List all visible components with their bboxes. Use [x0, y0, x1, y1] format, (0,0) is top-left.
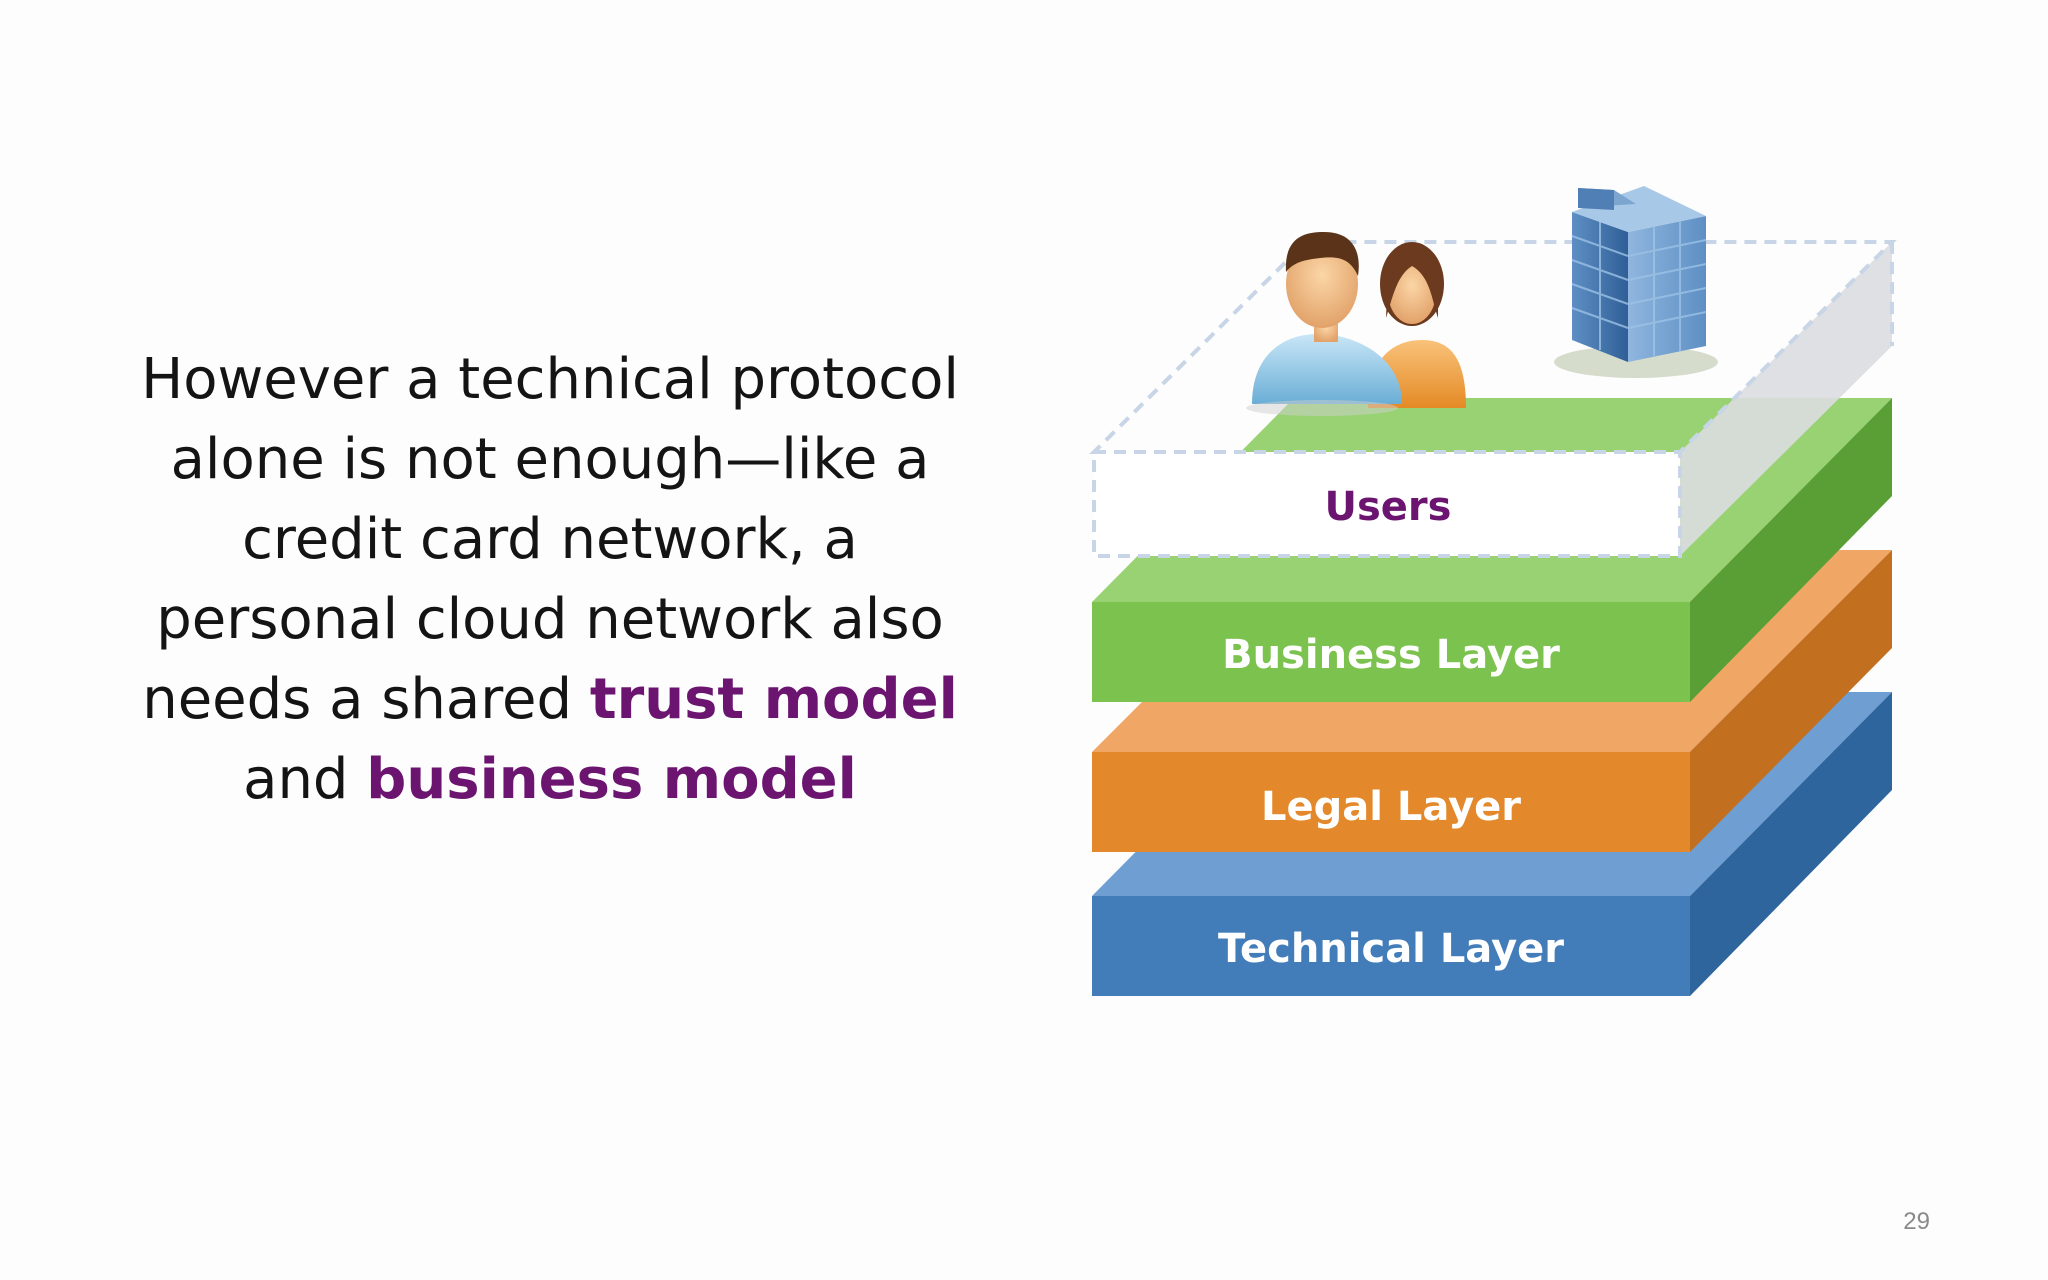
- body-line-4: personal cloud network also: [156, 587, 944, 652]
- business-layer-side: [1690, 398, 1892, 702]
- body-line-1: However a technical protocol: [141, 347, 959, 412]
- body-line-5: needs a shared trust model: [110, 660, 990, 740]
- body-line-3: credit card network, a: [242, 507, 858, 572]
- page-number: 29: [1903, 1208, 1930, 1235]
- users-layer: Users: [1089, 240, 1897, 558]
- business-layer-label: Business Layer: [1222, 632, 1560, 678]
- legal-layer-label: Legal Layer: [1261, 784, 1521, 830]
- legal-layer-front: [1092, 752, 1690, 852]
- users-icon: [1246, 232, 1466, 416]
- body-line-5-prefix: needs a shared: [142, 667, 590, 732]
- technical-layer-front: [1092, 896, 1690, 996]
- body-line-6-prefix: and: [243, 747, 367, 812]
- users-layer-front-outline: [1092, 450, 1682, 558]
- body-line-2: alone is not enough—like a: [170, 427, 930, 492]
- body-line-6: and business model: [110, 740, 990, 820]
- trust-model-highlight: trust model: [589, 667, 958, 732]
- technical-layer-side: [1690, 692, 1892, 996]
- users-layer-side: [1680, 242, 1892, 556]
- business-model-highlight: business model: [366, 747, 857, 812]
- technical-layer-label: Technical Layer: [1218, 926, 1564, 972]
- business-layer-front: [1092, 602, 1690, 702]
- building-icon: [1554, 186, 1718, 378]
- users-layer-label: Users: [1325, 484, 1452, 530]
- body-text: However a technical protocol alone is no…: [110, 340, 990, 820]
- legal-layer-side: [1690, 550, 1892, 852]
